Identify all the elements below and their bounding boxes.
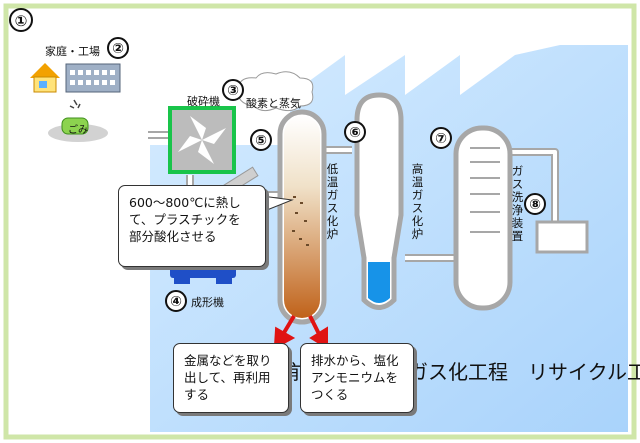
step-number-8: ⑧ <box>524 193 546 215</box>
callout-ammonium: 排水から、塩化 アンモニウムを つくる <box>300 343 414 413</box>
high-temp-gasifier-label: 高温ガス化炉 <box>411 162 424 241</box>
step-number-5: ⑤ <box>250 129 272 151</box>
step-number-2: ② <box>107 37 129 59</box>
callout-heating-text: 600〜800℃に熱し て、プラスチックを 部分酸化させる <box>129 195 241 244</box>
step-number-3: ③ <box>222 79 244 101</box>
gas-washer-label: ガス洗浄装置 <box>511 164 524 243</box>
plastic-flakes <box>292 196 309 246</box>
homes-factories-label: 家庭・工場 <box>45 45 100 58</box>
step-number-4: ④ <box>165 290 187 312</box>
step-number-6: ⑥ <box>344 121 366 143</box>
steam-label: 酸素と蒸気 <box>246 97 301 110</box>
steam-cloud <box>237 71 314 112</box>
callout-metal: 金属などを取り 出して、再利用 する <box>173 343 289 413</box>
callout-ammonium-text: 排水から、塩化 アンモニウムを つくる <box>311 353 399 402</box>
low-temp-gasifier-label: 低温ガス化炉 <box>326 162 339 241</box>
gas-washing-unit <box>453 125 513 311</box>
garbage-label: ごみ <box>68 125 88 136</box>
low-temp-gasifier-fill <box>284 116 320 318</box>
factory-building-icon <box>65 63 121 93</box>
step-number-7: ⑦ <box>430 127 452 149</box>
high-temp-gasifier-liquid <box>368 262 390 303</box>
outlet-box <box>535 220 589 254</box>
callout-metal-text: 金属などを取り 出して、再利用 する <box>184 353 272 402</box>
output-arrows <box>273 314 328 350</box>
callout-heating: 600〜800℃に熱し て、プラスチックを 部分酸化させる <box>118 185 266 267</box>
molding-label: 成形機 <box>191 296 224 309</box>
house-icon <box>30 63 60 93</box>
crusher-blades <box>178 116 226 164</box>
washing-baffles <box>470 147 500 233</box>
crusher-label: 破砕機 <box>187 95 220 108</box>
high-temp-gasifier-shell <box>354 92 404 310</box>
step-number-1: ① <box>9 8 33 32</box>
garbage-icon <box>48 99 108 142</box>
